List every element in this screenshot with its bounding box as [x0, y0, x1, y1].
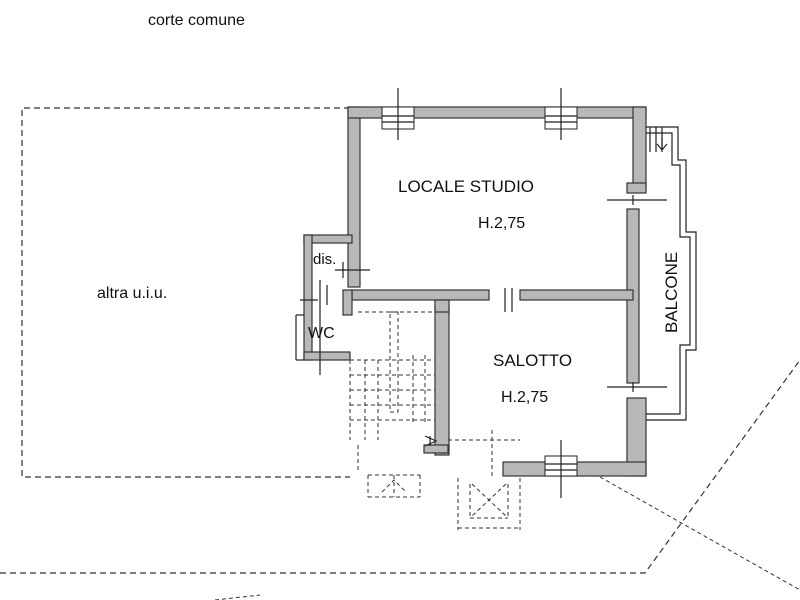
- interior-door: [504, 288, 513, 312]
- label-balcony: BALCONE: [662, 252, 681, 333]
- entrance: [424, 430, 521, 530]
- boundary-lines: [0, 107, 800, 600]
- wc-block: [295, 234, 370, 375]
- interior-walls: [351, 289, 634, 313]
- balcony-outline: [646, 126, 697, 421]
- label-room-living: SALOTTO: [493, 351, 572, 370]
- label-bathroom: WC: [308, 325, 335, 342]
- stairs: [349, 311, 435, 498]
- label-room-living-height: H.2,75: [501, 389, 548, 406]
- windows: [381, 88, 578, 498]
- label-outside: corte comune: [148, 12, 245, 29]
- label-neighbour: altra u.i.u.: [97, 285, 167, 302]
- label-room-study: LOCALE STUDIO: [398, 177, 534, 196]
- balcony-doors: [607, 195, 667, 392]
- label-closet: dis.: [313, 251, 336, 268]
- label-room-study-height: H.2,75: [478, 215, 525, 232]
